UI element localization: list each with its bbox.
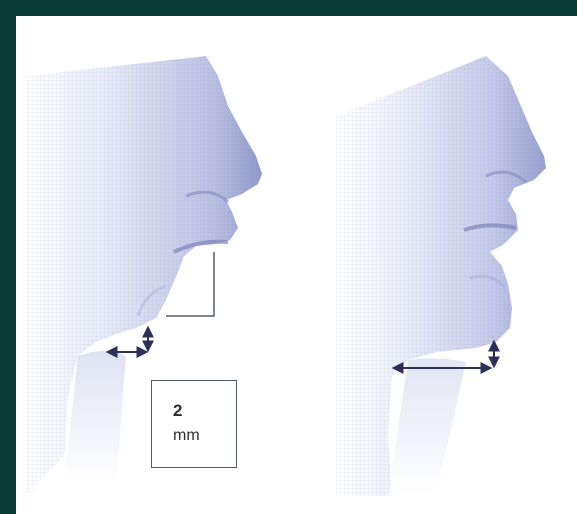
right-face-profile (336, 56, 546, 496)
profiles-illustration (16, 16, 577, 514)
measurement-unit: mm (173, 427, 200, 445)
illustration-panel: 2 mm (16, 16, 577, 514)
measurement-value: 2 (173, 401, 182, 421)
measurement-label-box: 2 mm (151, 380, 237, 468)
